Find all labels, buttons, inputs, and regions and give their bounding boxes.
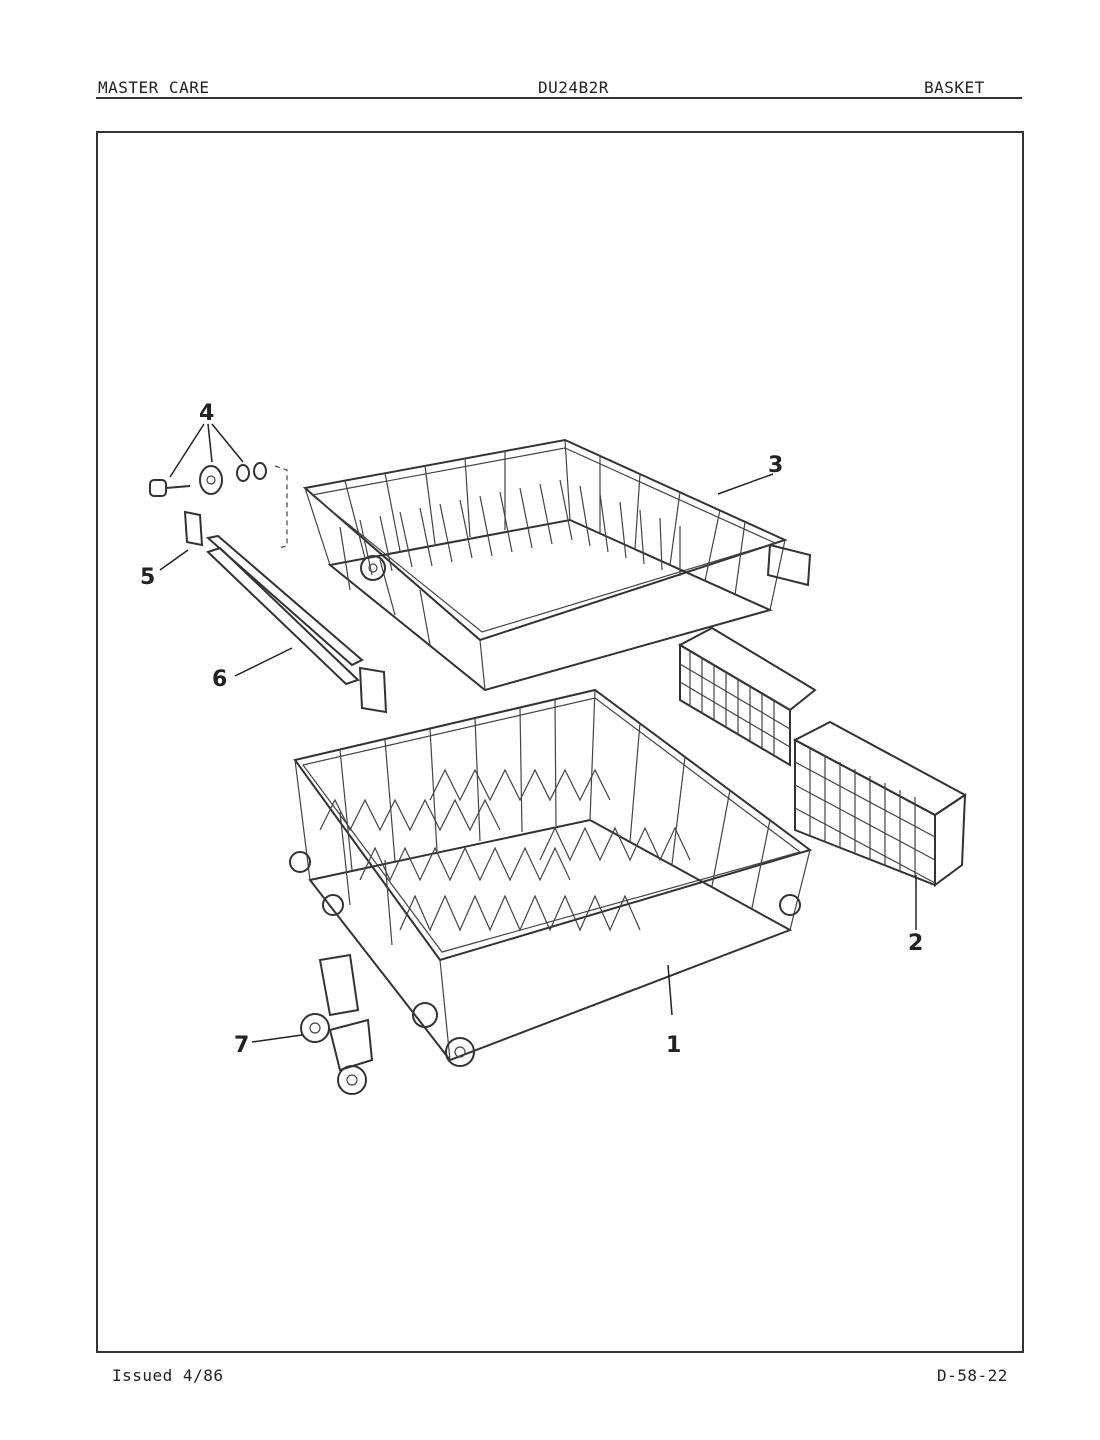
leader-lines: [159, 423, 917, 1043]
header-brand: MASTER CARE: [98, 78, 210, 97]
header-model: DU24B2R: [538, 78, 609, 97]
rail-assembly: [183, 510, 388, 714]
lower-rack: [289, 688, 813, 1067]
callout-labels: 1 2 3 4 5 6 7: [140, 401, 923, 1058]
wheel-bracket: [300, 953, 374, 1095]
header-rule: [96, 97, 1022, 99]
roller-hardware: [149, 462, 288, 549]
callout-1: 1: [666, 1033, 681, 1058]
callout-3: 3: [768, 453, 783, 478]
upper-rack: [302, 438, 812, 692]
callout-6: 6: [212, 667, 227, 692]
callout-7: 7: [234, 1033, 249, 1058]
diagram-frame: [96, 131, 1024, 1353]
header-section: BASKET: [924, 78, 985, 97]
issue-date: Issued 4/86: [112, 1366, 224, 1385]
callout-4: 4: [199, 401, 214, 426]
page-code: D-58-22: [937, 1366, 1008, 1385]
callout-5: 5: [140, 565, 155, 590]
callout-2: 2: [908, 931, 923, 956]
silverware-basket: [677, 626, 967, 887]
